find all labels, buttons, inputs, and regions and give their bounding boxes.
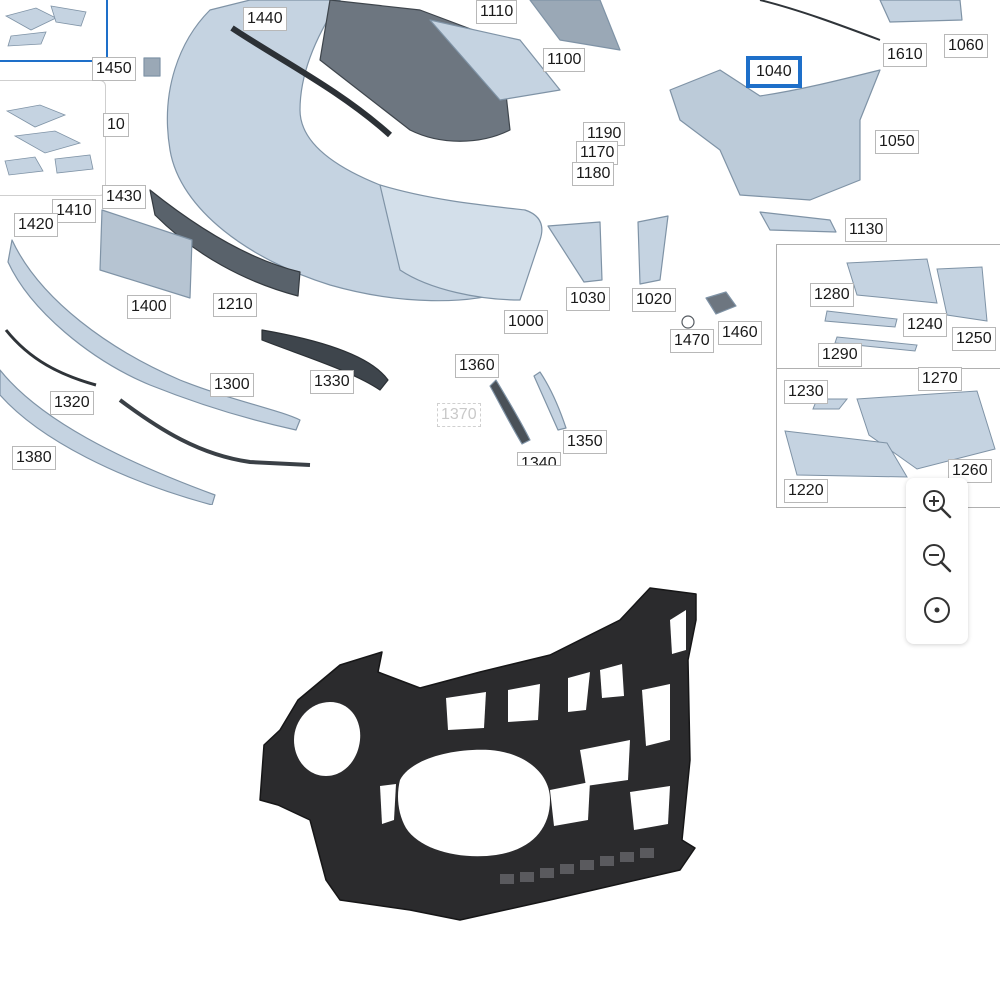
product-image-bumper-carrier [250, 580, 710, 930]
part-shape-trim-1130 [759, 211, 837, 233]
callout-1270[interactable]: 1270 [918, 367, 962, 391]
callout-1330[interactable]: 1330 [310, 370, 354, 394]
inset-fog-frame-graphic [784, 390, 996, 478]
part-shape-trim-strip [230, 25, 393, 138]
callout-1230[interactable]: 1230 [784, 380, 828, 404]
callout-1440[interactable]: 1440 [243, 7, 287, 31]
callout-1340[interactable]: 1340 [517, 452, 561, 466]
reset-view-icon [924, 597, 950, 623]
callout-1320[interactable]: 1320 [50, 391, 94, 415]
thumbnail-inset-top[interactable] [0, 0, 108, 62]
part-shape-bumper-side [379, 184, 543, 301]
part-shape-bracket-1340 [489, 379, 531, 445]
part-shape-side-strip-1300 [7, 239, 301, 431]
callout-10[interactable]: 10 [103, 113, 129, 137]
part-shape-carrier-1040 [669, 69, 881, 201]
zoom-out-button[interactable] [919, 540, 955, 576]
part-shape-ring-1470 [681, 315, 695, 329]
callout-1020[interactable]: 1020 [632, 288, 676, 312]
zoom-in-button[interactable] [919, 486, 955, 522]
part-shape-bracket-1030 [547, 221, 603, 283]
part-shape-bracket-1020 [637, 215, 669, 285]
callout-1040-selected[interactable]: 1040 [746, 56, 802, 88]
reset-view-button[interactable] [919, 592, 955, 628]
callout-1430[interactable]: 1430 [102, 185, 146, 209]
callout-1370-inactive[interactable]: 1370 [437, 403, 481, 427]
exploded-parts-diagram[interactable]: 1440 1110 1450 1100 1040 1610 1060 10 11… [0, 0, 1000, 508]
callout-1060[interactable]: 1060 [944, 34, 988, 58]
callout-1460[interactable]: 1460 [718, 321, 762, 345]
bumper-carrier-graphic [259, 587, 697, 921]
callout-1030[interactable]: 1030 [566, 287, 610, 311]
part-shape-sensor-1460 [705, 291, 737, 315]
callout-1300[interactable]: 1300 [210, 373, 254, 397]
part-shape-part-1060 [879, 0, 963, 23]
callout-1110[interactable]: 1110 [476, 0, 518, 24]
callout-1130[interactable]: 1130 [845, 218, 888, 242]
callout-1280[interactable]: 1280 [810, 283, 854, 307]
part-shape-panel [99, 209, 193, 299]
callout-1000[interactable]: 1000 [504, 310, 548, 334]
callout-1470[interactable]: 1470 [670, 329, 714, 353]
part-shape-bracket-1100 [429, 19, 561, 101]
part-shape-trim-1320 [4, 329, 97, 387]
thumbnail-parts-graphic [4, 5, 87, 47]
callout-1380[interactable]: 1380 [12, 446, 56, 470]
part-shape-strip-1330 [261, 329, 389, 391]
part-shape-strip-1340 [118, 398, 311, 467]
callout-1180[interactable]: 1180 [572, 162, 615, 186]
callout-1100[interactable]: 1100 [543, 48, 586, 72]
callout-1420[interactable]: 1420 [14, 213, 58, 237]
part-shape-bracket-1350 [533, 371, 567, 431]
callout-1210[interactable]: 1210 [213, 293, 257, 317]
callout-1240[interactable]: 1240 [903, 313, 947, 337]
parts-drawing [0, 0, 963, 505]
zoom-out-icon [923, 544, 952, 573]
callout-1350[interactable]: 1350 [563, 430, 607, 454]
callout-1400[interactable]: 1400 [127, 295, 171, 319]
part-shape-lip-1380 [0, 369, 216, 505]
part-shape-clip-1450 [143, 57, 161, 77]
part-shape-bracket-1110 [529, 0, 621, 51]
callout-1050[interactable]: 1050 [875, 130, 919, 154]
callout-1450[interactable]: 1450 [92, 57, 136, 81]
callout-1610[interactable]: 1610 [883, 43, 927, 67]
inset-grille-graphic [824, 258, 988, 352]
part-shape-cable-1610 [759, 0, 881, 41]
thumbnail-inset-middle[interactable] [0, 80, 106, 196]
callout-1220[interactable]: 1220 [784, 479, 828, 503]
callout-1410[interactable]: 1410 [52, 199, 96, 223]
zoom-controls [906, 478, 968, 644]
thumbnail-parts-graphic [4, 104, 94, 176]
zoom-in-icon [923, 490, 952, 519]
callout-1290[interactable]: 1290 [818, 343, 862, 367]
callout-1250[interactable]: 1250 [952, 327, 996, 351]
callout-1360[interactable]: 1360 [455, 354, 499, 378]
